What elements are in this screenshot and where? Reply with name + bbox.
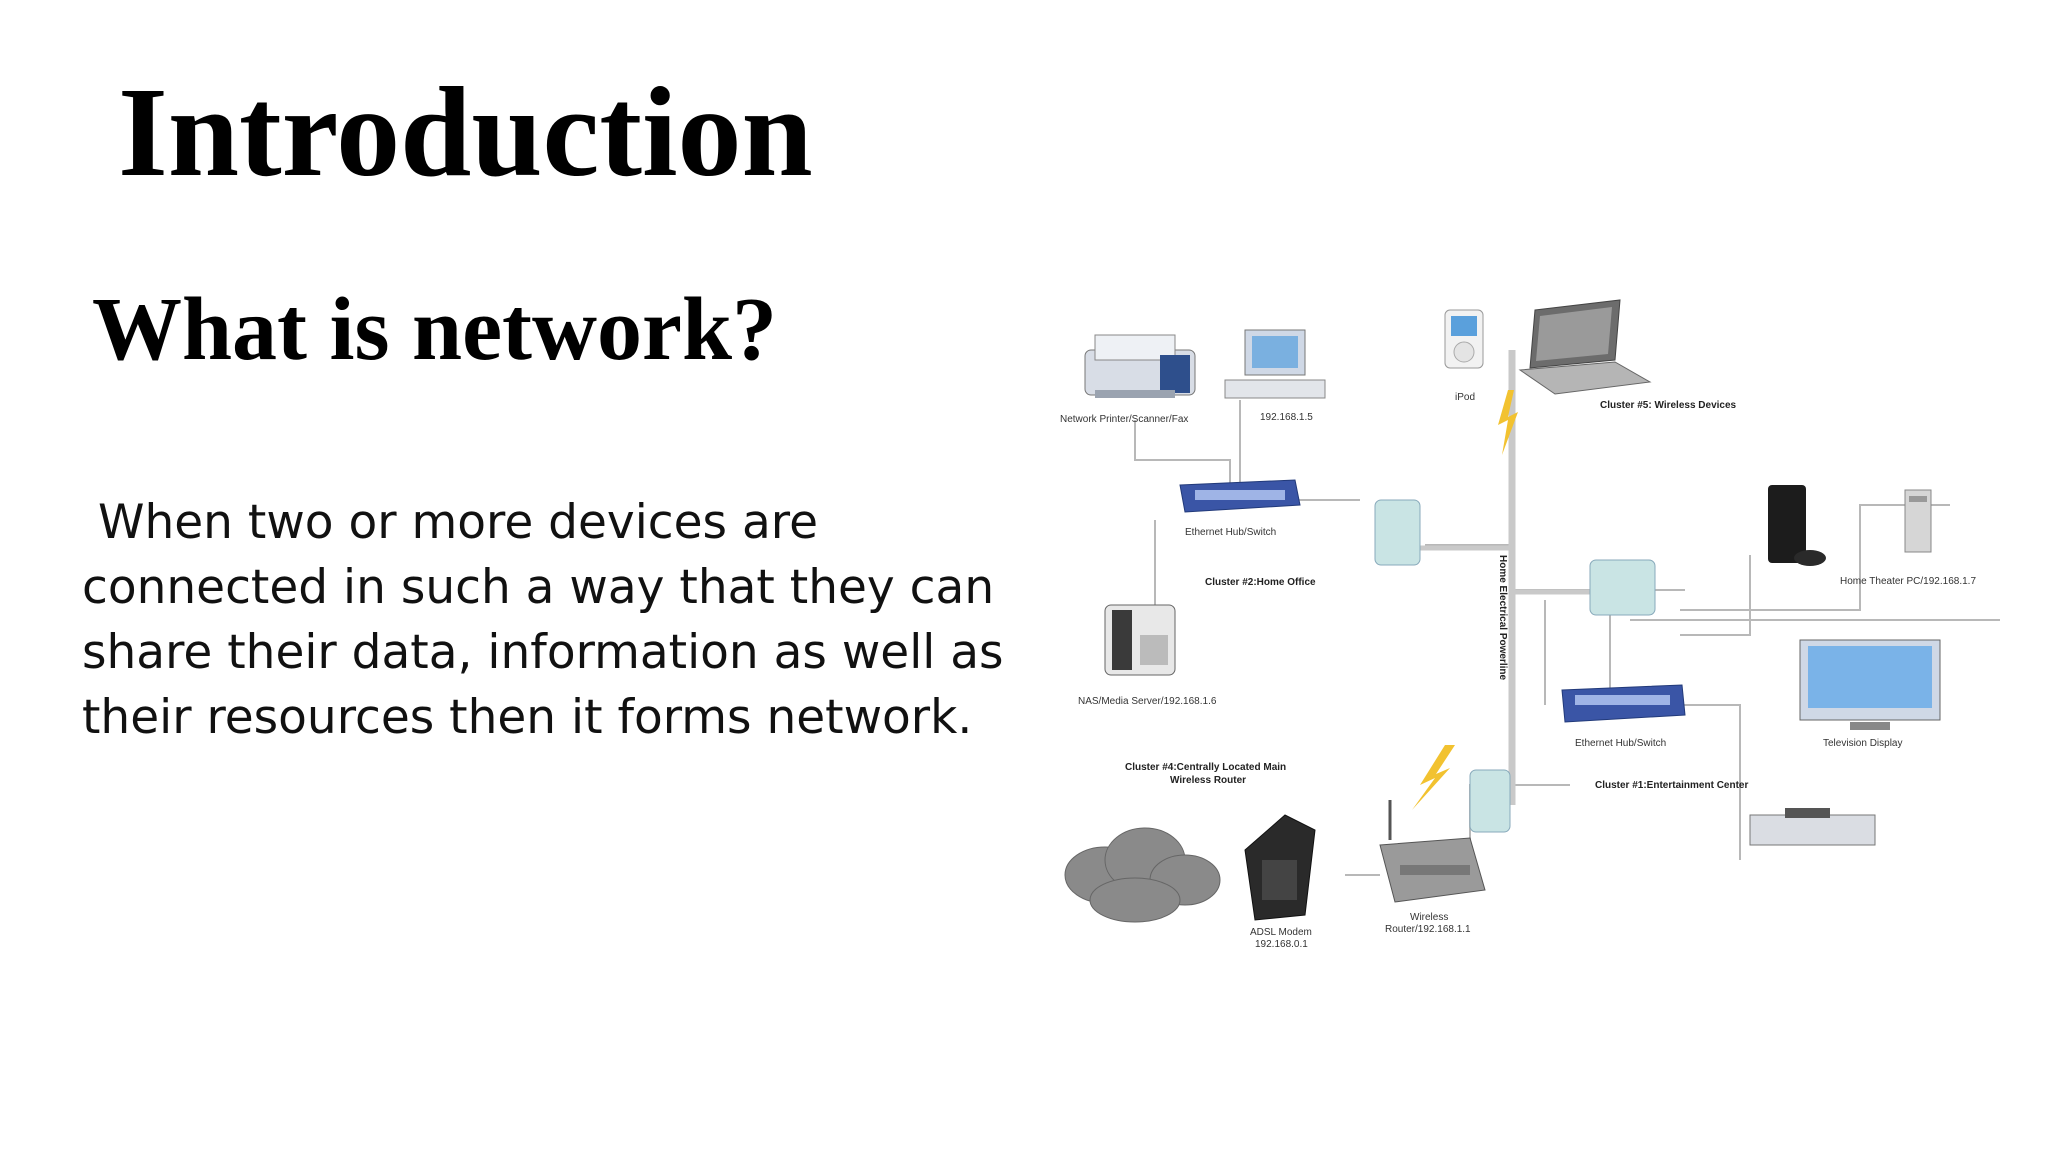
cluster1-label: Cluster #1:Entertainment Center [1595,780,1748,791]
ipod-icon [1444,309,1484,369]
wireless-signal-icon [1412,745,1455,810]
switch2-label: Ethernet Hub/Switch [1575,738,1666,749]
cluster4-label: Wireless Router [1170,775,1246,786]
router-label: Wireless [1410,912,1448,923]
network-diagram: Network Printer/Scanner/Fax 192.168.1.5 … [1050,290,2000,980]
powerline-label: Home Electrical Powerline [1497,555,1508,680]
wireless-router-icon [1379,800,1486,903]
body-line: their resources then it forms network. [82,690,973,745]
cloud-icon [1064,827,1221,923]
printer-icon [1084,334,1196,398]
body-line: share their data, information as well as [82,625,1004,680]
body-text: When two or more devices are connected i… [82,490,1042,750]
powerline-adapter-icon [1374,499,1421,566]
pc-label: 192.168.1.5 [1260,412,1313,423]
game-console-icon [1768,485,1826,566]
dvd-player-icon [1749,808,1876,846]
laptop-icon [1518,299,1652,395]
body-line: connected in such a way that they can [82,560,995,615]
nas-label: NAS/Media Server/192.168.1.6 [1078,696,1217,707]
tower-pc-icon [1904,489,1932,553]
ipod-label: iPod [1455,392,1475,403]
theater-pc-label: Home Theater PC/192.168.1.7 [1840,576,1976,587]
slide-title: Introduction [118,61,813,203]
slide-subtitle: What is network? [92,280,778,379]
router-label: Router/192.168.1.1 [1385,924,1471,935]
modem-label: 192.168.0.1 [1255,939,1308,950]
wireless-signal-icon [1498,390,1518,455]
cluster5-label: Cluster #5: Wireless Devices [1600,400,1737,411]
tv-label: Television Display [1823,738,1902,749]
ethernet-switch-icon [1561,684,1686,723]
body-line: When two or more devices are [98,495,818,550]
switch1-label: Ethernet Hub/Switch [1185,527,1276,538]
television-icon [1799,639,1941,730]
powerline-adapter-icon [1589,559,1656,616]
adsl-modem-icon [1244,814,1316,921]
printer-label: Network Printer/Scanner/Fax [1060,414,1188,425]
cluster4-label: Cluster #4:Centrally Located Main [1125,762,1286,773]
powerline-adapter-icon [1469,769,1511,833]
nas-server-icon [1104,604,1176,676]
desktop-pc-icon [1224,329,1326,399]
cluster2-label: Cluster #2:Home Office [1205,577,1316,588]
modem-label: ADSL Modem [1250,927,1312,938]
ethernet-switch-icon [1179,479,1301,513]
